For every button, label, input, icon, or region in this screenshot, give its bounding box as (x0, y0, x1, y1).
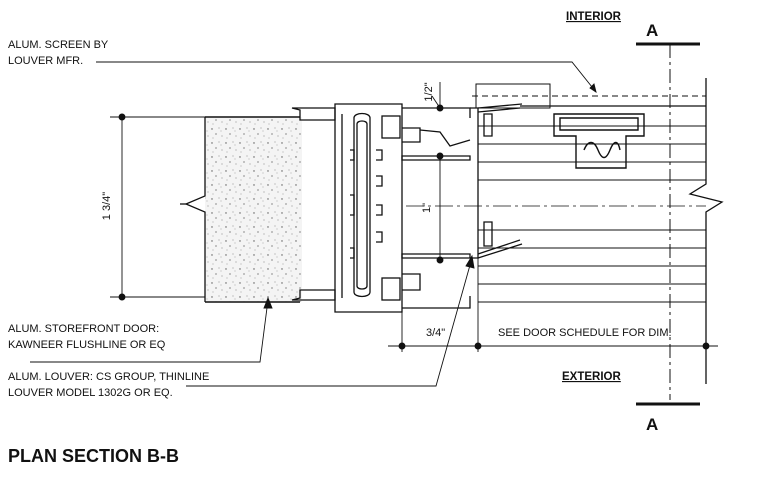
dim-schedule: SEE DOOR SCHEDULE FOR DIM. (498, 327, 672, 339)
dim-three-quarter: 3/4" (426, 327, 445, 339)
break-line-right (688, 78, 724, 384)
screen-note-line1: ALUM. SCREEN BY (8, 39, 109, 51)
louver-note-line2: LOUVER MODEL 1302G OR EQ. (8, 387, 173, 399)
dim-half-inch: 1/2" (423, 82, 435, 101)
section-centerline (406, 42, 706, 406)
interior-label: INTERIOR (566, 11, 622, 23)
dim-one-inch: 1" (421, 203, 433, 213)
door-stile (291, 103, 471, 313)
louver-blades (472, 83, 706, 303)
dimension-lines (110, 82, 718, 352)
exterior-label: EXTERIOR (562, 371, 621, 383)
leader-lines (30, 61, 597, 387)
dim-door-thickness: 1 3/4" (101, 192, 113, 220)
screen-note-line2: LOUVER MFR. (8, 55, 83, 67)
section-marker-bottom: A (646, 415, 658, 434)
drawing-title: PLAN SECTION B-B (8, 446, 179, 466)
door-note-line1: ALUM. STOREFRONT DOOR: (8, 323, 159, 335)
door-leaf (180, 116, 302, 303)
door-note-line2: KAWNEER FLUSHLINE OR EQ (8, 339, 166, 351)
louver-frame (401, 103, 523, 259)
section-marker-top: A (646, 21, 658, 40)
louver-note-line1: ALUM. LOUVER: CS GROUP, THINLINE (8, 371, 209, 383)
screen-clip (553, 113, 645, 169)
